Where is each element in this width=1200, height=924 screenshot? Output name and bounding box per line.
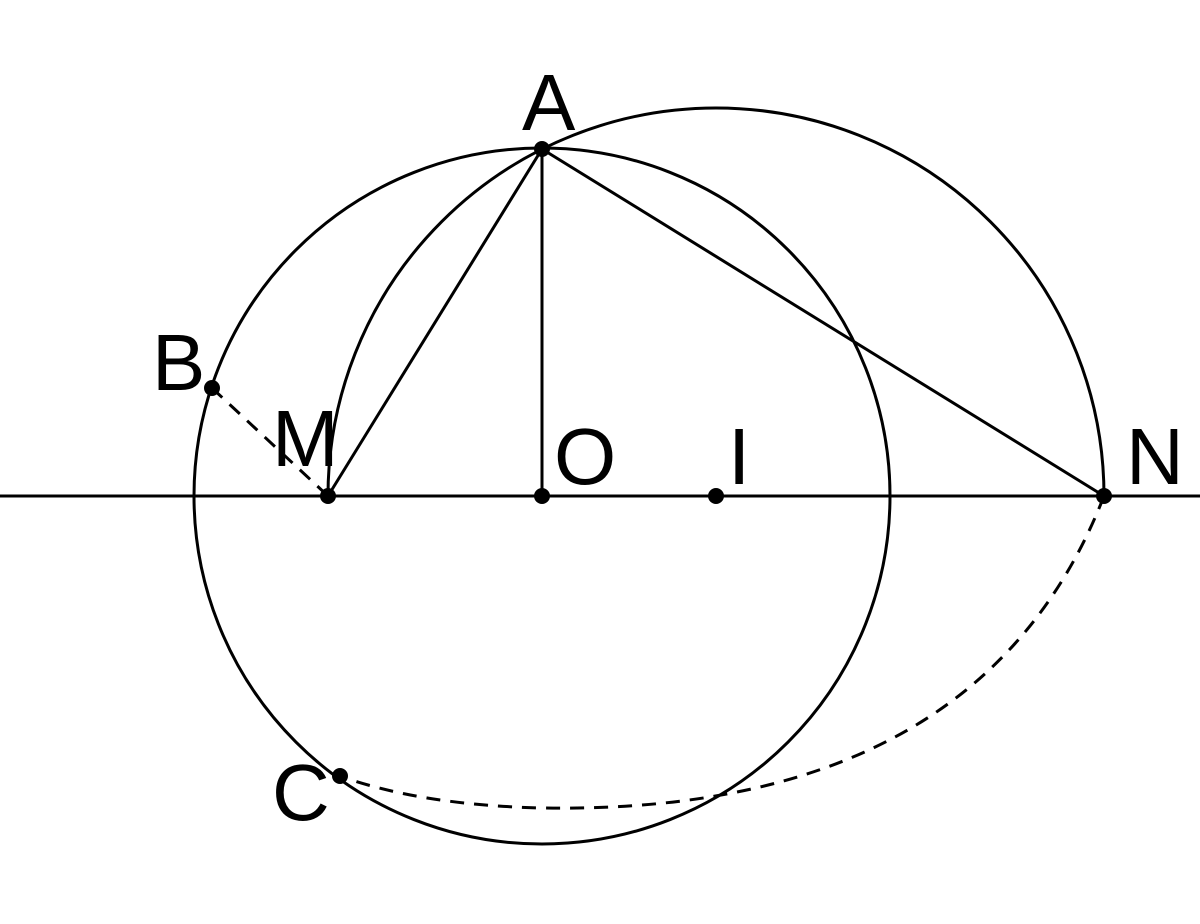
label-a: A xyxy=(522,58,576,147)
segment-am xyxy=(326,148,544,497)
point-m xyxy=(320,488,336,504)
label-c: C xyxy=(272,748,330,837)
label-i: I xyxy=(728,412,750,501)
point-i xyxy=(708,488,724,504)
label-b: B xyxy=(152,318,205,407)
point-o xyxy=(534,488,550,504)
label-o: O xyxy=(554,412,616,501)
label-m: M xyxy=(272,394,339,483)
point-b xyxy=(204,380,220,396)
segment-an xyxy=(541,147,1105,498)
point-a xyxy=(534,141,550,157)
point-c xyxy=(332,768,348,784)
dashed-segment-bm xyxy=(210,386,330,498)
point-n xyxy=(1096,488,1112,504)
semicircle-i xyxy=(326,106,1106,497)
label-n: N xyxy=(1126,412,1184,501)
dashed-arc-nc xyxy=(339,495,1106,810)
